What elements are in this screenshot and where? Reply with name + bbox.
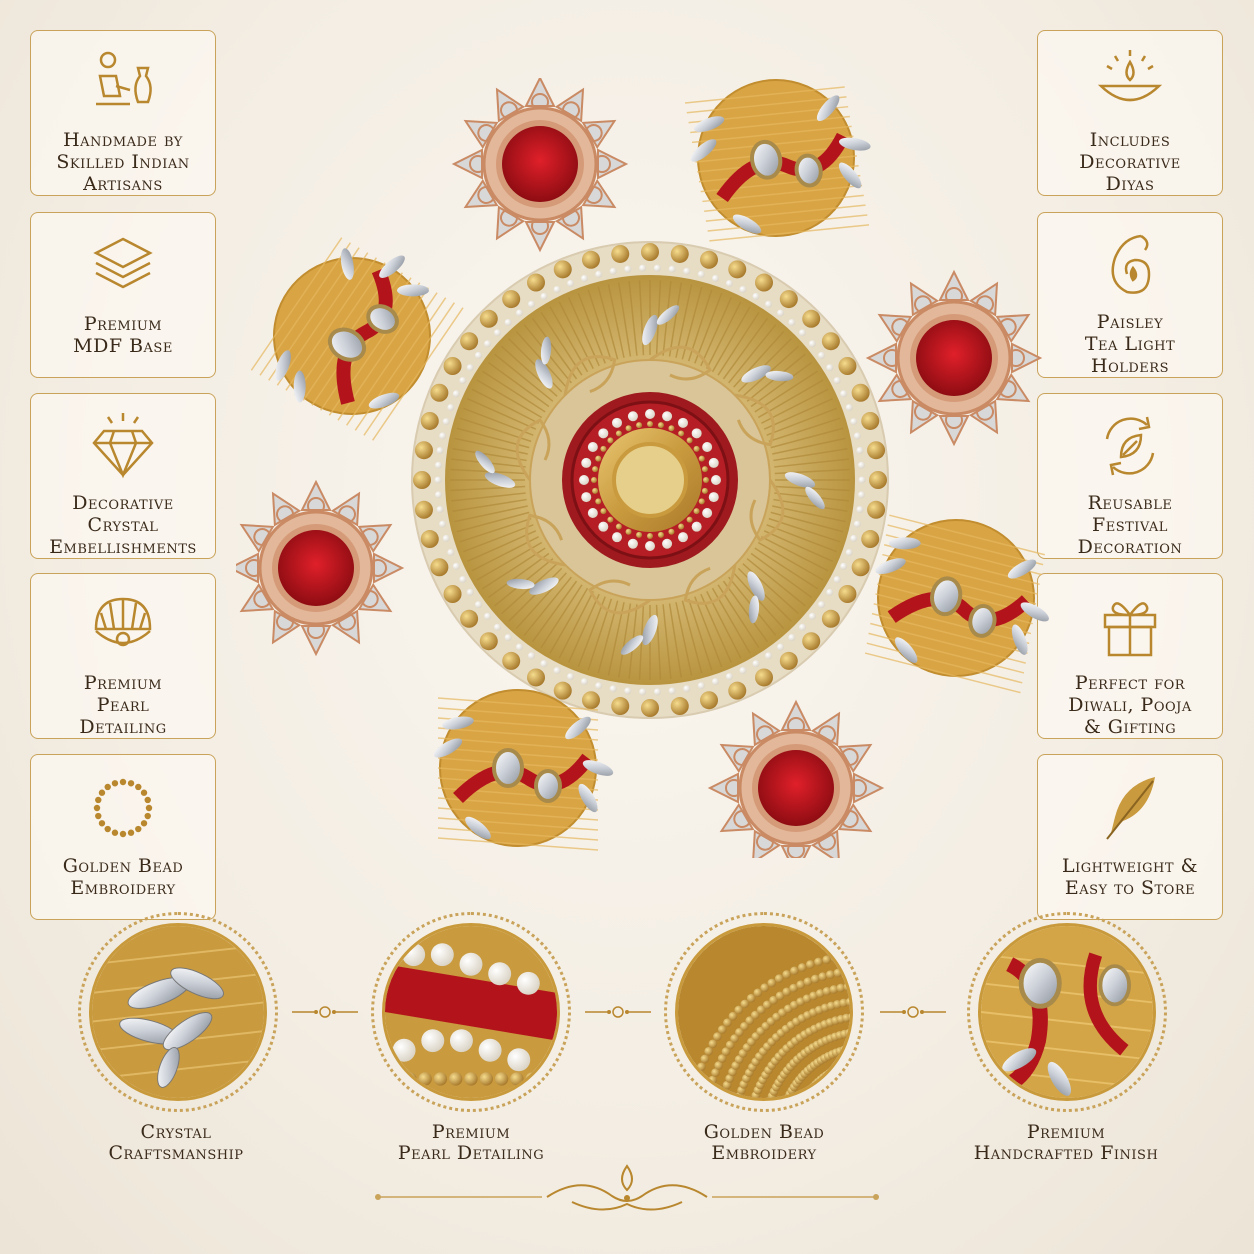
feature-card-gifting: Perfect for Diwali, Pooja & Gifting <box>1037 573 1223 739</box>
feature-label: Perfect for Diwali, Pooja & Gifting <box>1068 672 1192 738</box>
gift-box-icon <box>1091 588 1169 664</box>
rangoli-product-image <box>236 78 1049 858</box>
detail-handcrafted-finish <box>967 912 1167 1112</box>
ornament-connector <box>880 1006 946 1018</box>
detail-image <box>978 923 1156 1101</box>
artisan-pottery-icon <box>84 45 162 121</box>
feature-label: Includes Decorative Diyas <box>1079 129 1181 195</box>
feature-card-diyas: Includes Decorative Diyas <box>1037 30 1223 196</box>
feature-label: Lightweight & Easy to Store <box>1062 855 1198 899</box>
bead-ring-icon <box>84 769 162 847</box>
ornament-connector <box>292 1006 358 1018</box>
feature-card-bead: Golden Bead Embroidery <box>30 754 216 920</box>
layers-icon <box>84 227 162 305</box>
feather-icon <box>1091 769 1169 847</box>
feature-card-mdf-base: Premium MDF Base <box>30 212 216 378</box>
detail-image <box>675 923 853 1101</box>
detail-label: Premium Pearl Detailing <box>397 1121 545 1164</box>
feature-card-handmade: Handmade by Skilled Indian Artisans <box>30 30 216 196</box>
feature-card-reusable: Reusable Festival Decoration <box>1037 393 1223 559</box>
feature-card-lightweight: Lightweight & Easy to Store <box>1037 754 1223 920</box>
feature-label: Premium Pearl Detailing <box>79 672 167 738</box>
feature-card-pearl: Premium Pearl Detailing <box>30 573 216 739</box>
detail-golden-bead <box>664 912 864 1112</box>
detail-label: Crystal Craftsmanship <box>108 1121 244 1164</box>
detail-image <box>89 923 267 1101</box>
bottom-flourish-ornament <box>375 1164 879 1211</box>
detail-label: Golden Bead Embroidery <box>703 1121 825 1164</box>
detail-crystal-craftsmanship <box>78 912 278 1112</box>
diamond-icon <box>84 408 162 484</box>
detail-image <box>382 923 560 1101</box>
feature-label: Paisley Tea Light Holders <box>1084 311 1176 377</box>
feature-label: Handmade by Skilled Indian Artisans <box>56 129 190 195</box>
feature-card-crystal: Decorative Crystal Embellishments <box>30 393 216 559</box>
detail-label: Premium Handcrafted Finish <box>973 1121 1159 1164</box>
feature-label: Decorative Crystal Embellishments <box>49 492 197 558</box>
ornament-connector <box>585 1006 651 1018</box>
reusable-leaf-icon <box>1091 408 1169 484</box>
pearl-shell-icon <box>84 588 162 664</box>
feature-label: Reusable Festival Decoration <box>1077 492 1183 558</box>
feature-card-paisley: Paisley Tea Light Holders <box>1037 212 1223 378</box>
paisley-icon <box>1091 227 1169 303</box>
feature-label: Golden Bead Embroidery <box>62 855 184 899</box>
detail-pearl-detailing <box>371 912 571 1112</box>
diya-lamp-icon <box>1091 45 1169 121</box>
feature-label: Premium MDF Base <box>73 313 173 357</box>
